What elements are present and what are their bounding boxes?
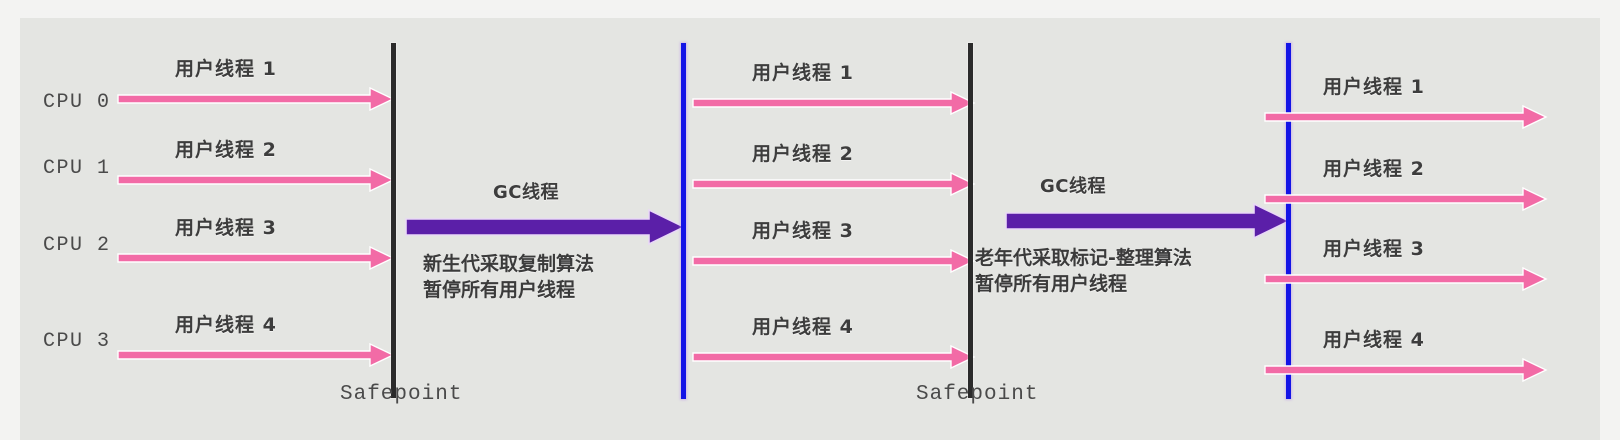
resume-line-2 (1286, 43, 1291, 399)
gc-description-2-line1: 老年代采取标记-整理算法 (975, 247, 1192, 269)
user-thread-arrow-p1-3 (117, 245, 395, 271)
user-thread-arrow-p3-3 (1264, 266, 1548, 292)
user-thread-label-p1-4: 用户线程 4 (175, 314, 277, 336)
safepoint-label-1: Safepoint (340, 383, 463, 406)
user-thread-label-p2-3: 用户线程 3 (752, 220, 854, 242)
cpu-lane-label-2: CPU 2 (43, 234, 111, 257)
user-thread-label-p1-2: 用户线程 2 (175, 139, 277, 161)
user-thread-label-p2-4: 用户线程 4 (752, 316, 854, 338)
gc-description-1: 新生代采取复制算法 暂停所有用户线程 (423, 252, 594, 303)
cpu-lane-label-3: CPU 3 (43, 330, 111, 353)
resume-line-1 (681, 43, 686, 399)
user-thread-label-p1-1: 用户线程 1 (175, 58, 277, 80)
safepoint-line-1 (391, 43, 396, 398)
safepoint-label-2: Safepoint (916, 383, 1039, 406)
gc-description-2-line2: 暂停所有用户线程 (975, 272, 1128, 295)
gc-thread-label-2: GC线程 (1040, 176, 1106, 197)
cpu-lane-label-1: CPU 1 (43, 157, 111, 180)
user-thread-arrow-p3-4 (1264, 357, 1548, 383)
user-thread-label-p3-1: 用户线程 1 (1323, 76, 1425, 98)
user-thread-arrow-p2-2 (692, 171, 976, 197)
gc-thread-label-1: GC线程 (493, 182, 559, 203)
gc-description-2: 老年代采取标记-整理算法 暂停所有用户线程 (975, 246, 1192, 297)
gc-description-1-line2: 暂停所有用户线程 (423, 278, 576, 301)
user-thread-arrow-p3-1 (1264, 104, 1548, 130)
user-thread-arrow-p1-2 (117, 167, 395, 193)
user-thread-arrow-p2-4 (692, 344, 976, 370)
gc-timeline-diagram: CPU 0 CPU 1 CPU 2 CPU 3 用户线程 1 用户线程 2 用户… (20, 18, 1600, 440)
user-thread-arrow-p2-3 (692, 248, 976, 274)
user-thread-arrow-p1-4 (117, 342, 395, 368)
cpu-lane-label-0: CPU 0 (43, 91, 111, 114)
user-thread-arrow-p2-1 (692, 90, 976, 116)
user-thread-label-p3-3: 用户线程 3 (1323, 238, 1425, 260)
user-thread-label-p3-4: 用户线程 4 (1323, 329, 1425, 351)
user-thread-label-p3-2: 用户线程 2 (1323, 158, 1425, 180)
user-thread-label-p2-1: 用户线程 1 (752, 62, 854, 84)
user-thread-label-p1-3: 用户线程 3 (175, 217, 277, 239)
gc-description-1-line1: 新生代采取复制算法 (423, 253, 595, 275)
user-thread-arrow-p3-2 (1264, 186, 1548, 212)
gc-thread-arrow-2 (1005, 202, 1291, 240)
safepoint-line-2 (968, 43, 973, 398)
user-thread-label-p2-2: 用户线程 2 (752, 143, 854, 165)
gc-thread-arrow-1 (405, 208, 686, 246)
user-thread-arrow-p1-1 (117, 86, 395, 112)
